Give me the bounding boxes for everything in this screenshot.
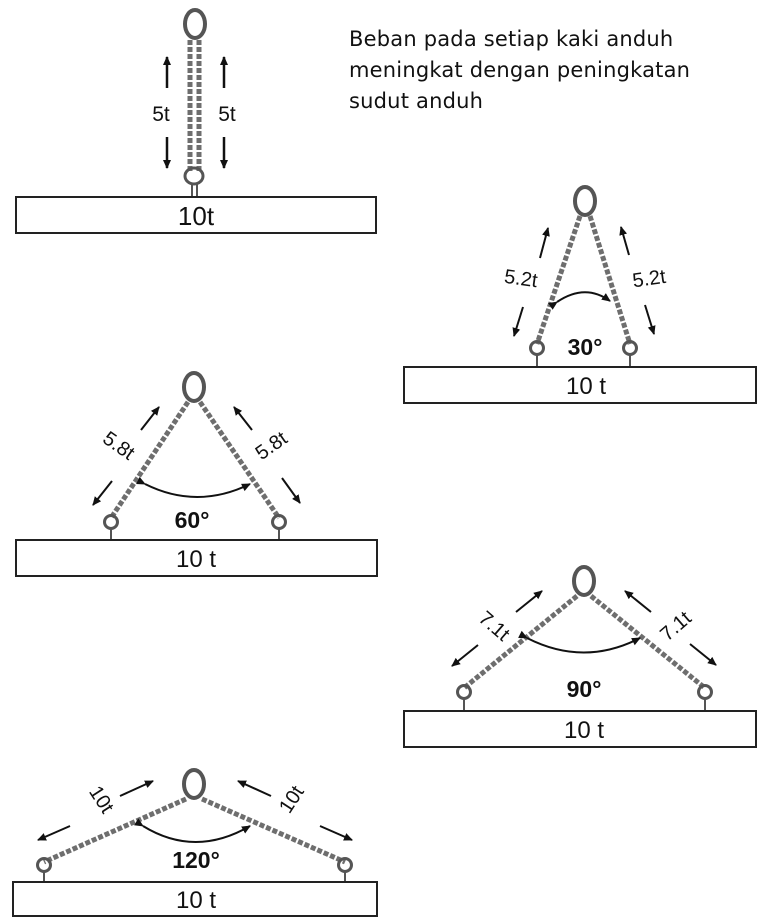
leg-load-right: 7.1t — [656, 607, 696, 646]
angle-arc — [134, 818, 251, 843]
arrow-up-left-icon — [140, 406, 160, 431]
arrow-down-left-icon — [92, 480, 113, 506]
diagram-90: 7.1t 7.1t 90° 10 t — [403, 565, 757, 748]
sling-chain — [108, 400, 282, 520]
master-link-icon — [182, 768, 206, 800]
arrow-up-left-icon — [119, 780, 154, 797]
caption-line-1: Beban pada setiap kaki anduh — [349, 27, 674, 51]
leg-load-left: 5.8t — [98, 428, 138, 465]
caption: Beban pada setiap kaki anduh meningkat d… — [349, 24, 749, 117]
arrow-down-right-icon — [644, 304, 656, 335]
arrow-down-left-icon — [37, 825, 71, 841]
angle-label: 90° — [567, 676, 602, 702]
load-label: 10 t — [176, 546, 216, 573]
load-box — [15, 539, 378, 577]
angle-label: 120° — [172, 847, 220, 873]
load-box — [15, 196, 377, 234]
diagram-60: 5.8t 5.8t 60° 10 t — [15, 371, 378, 577]
load-box — [403, 366, 757, 404]
angle-label: 30° — [568, 334, 603, 360]
caption-line-2: meningkat dengan peningkatan — [349, 58, 691, 82]
sling-chain — [534, 215, 633, 345]
leg-load-right: 5t — [218, 103, 236, 126]
arrow-up-left-icon — [515, 590, 543, 613]
load-label: 10 t — [176, 887, 216, 914]
load-label: 10 t — [564, 717, 604, 744]
master-link-icon — [572, 565, 596, 597]
angle-label: 60° — [175, 507, 210, 533]
angle-arc — [136, 476, 251, 498]
arrow-up-right-icon — [619, 226, 630, 256]
leg-load-left: 7.1t — [474, 607, 514, 646]
leg-load-left: 10t — [84, 782, 118, 818]
leg-load-right: 5.8t — [252, 427, 292, 464]
hook-icon — [529, 340, 638, 367]
diagram-30: 5.2t 5.2t 30° 10 t — [403, 185, 757, 404]
angle-arc — [518, 630, 641, 654]
master-link-icon — [182, 371, 206, 403]
leg-load-left: 5.2t — [503, 266, 540, 292]
master-link-icon — [573, 185, 597, 217]
arrow-up-right-icon — [237, 780, 272, 797]
arrow-down-right-icon — [319, 825, 353, 841]
load-box — [403, 710, 757, 748]
caption-line-3: sudut anduh — [349, 89, 484, 113]
diagram-vertical: 5t 5t 10t — [15, 8, 377, 234]
arrow-up-right-icon — [233, 406, 253, 431]
arrow-up-right-icon — [624, 590, 652, 613]
leg-load-right: 5.2t — [631, 266, 668, 292]
arrow-down-left-icon — [512, 306, 524, 337]
angle-arc — [548, 291, 611, 310]
master-link-icon — [183, 8, 207, 40]
hook-icon — [183, 166, 205, 196]
load-box — [12, 881, 378, 917]
leg-load-right: 10t — [275, 782, 309, 818]
leg-load-left: 5t — [152, 103, 170, 126]
arrow-down-left-icon — [451, 644, 479, 667]
load-label: 10 t — [566, 373, 606, 400]
arrow-down-right-icon — [689, 643, 717, 666]
arrow-down-right-icon — [281, 477, 301, 504]
diagram-120: 10t 10t 120° 10 t — [12, 768, 378, 917]
load-label: 10t — [178, 201, 215, 231]
arrow-up-left-icon — [539, 227, 550, 259]
hook-icon — [103, 514, 287, 540]
vertical-chain — [187, 40, 202, 172]
sling-chain — [42, 796, 347, 865]
hook-icon — [456, 684, 713, 711]
